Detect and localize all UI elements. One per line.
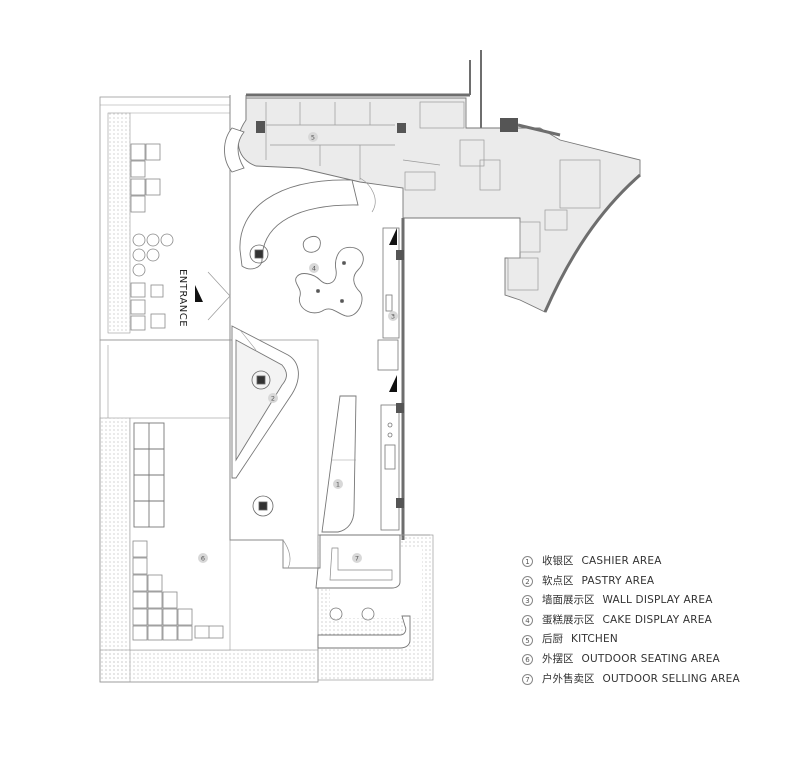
zone-badge-1: 1	[333, 479, 343, 489]
zone-badge-4: 4	[309, 263, 319, 273]
cashier-counter	[321, 395, 357, 533]
zone-badge-2: 2	[268, 393, 278, 403]
legend-item: 1 收银区 CASHIER AREA	[522, 552, 740, 572]
legend-label-en: CASHIER AREA	[581, 555, 662, 567]
legend-number: 3	[522, 595, 533, 607]
legend-number: 4	[522, 615, 533, 627]
kitchen-area	[237, 97, 641, 313]
legend-label-zh: 蛋糕展示区	[542, 613, 595, 626]
svg-text:7: 7	[355, 555, 359, 563]
legend-item: 4 蛋糕展示区 CAKE DISPLAY AREA	[522, 611, 740, 631]
outdoor-seating-blocks-north	[130, 143, 174, 331]
legend-item: 3 墙面展示区 WALL DISPLAY AREA	[522, 591, 740, 611]
legend-number: 5	[522, 634, 533, 646]
legend-label-zh: 软点区	[542, 574, 574, 587]
legend-label-en: OUTDOOR SEATING AREA	[581, 652, 720, 665]
legend-label-zh: 外摆区	[542, 652, 574, 665]
svg-text:5: 5	[311, 134, 315, 142]
legend-number: 1	[522, 556, 533, 568]
entrance-label: ENTRANCE	[177, 269, 188, 327]
zone-badge-7: 7	[352, 553, 362, 563]
legend-label-en: WALL DISPLAY AREA	[602, 594, 713, 607]
legend-number: 7	[522, 673, 533, 685]
cake-display-island	[295, 235, 364, 317]
outdoor-step-blocks	[132, 540, 224, 641]
legend-number: 6	[522, 654, 533, 666]
wall-columns	[396, 250, 404, 508]
legend-item: 5 后厨 KITCHEN	[522, 630, 740, 650]
outdoor-terrace-north	[99, 96, 231, 341]
floor-spot-markers	[249, 244, 274, 517]
legend-label-en: OUTDOOR SELLING AREA	[602, 672, 740, 685]
legend-label-en: KITCHEN	[571, 633, 618, 646]
pastry-display-counter	[231, 325, 299, 479]
entrance-doors	[207, 177, 376, 569]
legend-label-zh: 墙面展示区	[542, 594, 595, 607]
legend-label-en: PASTRY AREA	[581, 574, 655, 587]
triangle-markers	[195, 228, 397, 392]
legend-item: 2 软点区 PASTRY AREA	[522, 572, 740, 592]
outdoor-bench	[133, 422, 165, 528]
zone-badge-3: 3	[388, 311, 398, 321]
legend-label-zh: 收银区	[542, 555, 574, 567]
svg-text:3: 3	[391, 313, 395, 321]
svg-text:1: 1	[336, 481, 340, 489]
svg-text:2: 2	[271, 395, 275, 403]
zone-badges: 1 2 3 4 5 6 7	[198, 132, 398, 563]
legend: 1 收银区 CASHIER AREA 2 软点区 PASTRY AREA 3 墙面展示区 W…	[522, 552, 740, 689]
cake-display-curved-counter	[224, 127, 359, 270]
legend-item: 6 外摆区 OUTDOOR SEATING AREA	[522, 650, 740, 670]
wall-display-shelves	[377, 227, 400, 531]
legend-item: 7 户外售卖区 OUTDOOR SELLING AREA	[522, 670, 740, 690]
legend-label-en: CAKE DISPLAY AREA	[602, 613, 712, 626]
zone-badge-5: 5	[308, 132, 318, 142]
outdoor-selling-area	[315, 534, 434, 681]
legend-label-zh: 户外售卖区	[542, 672, 595, 685]
legend-label-zh: 后厨	[542, 633, 563, 646]
svg-text:4: 4	[312, 265, 316, 273]
legend-number: 2	[522, 575, 533, 587]
zone-badge-6: 6	[198, 553, 208, 563]
svg-text:6: 6	[201, 555, 205, 563]
